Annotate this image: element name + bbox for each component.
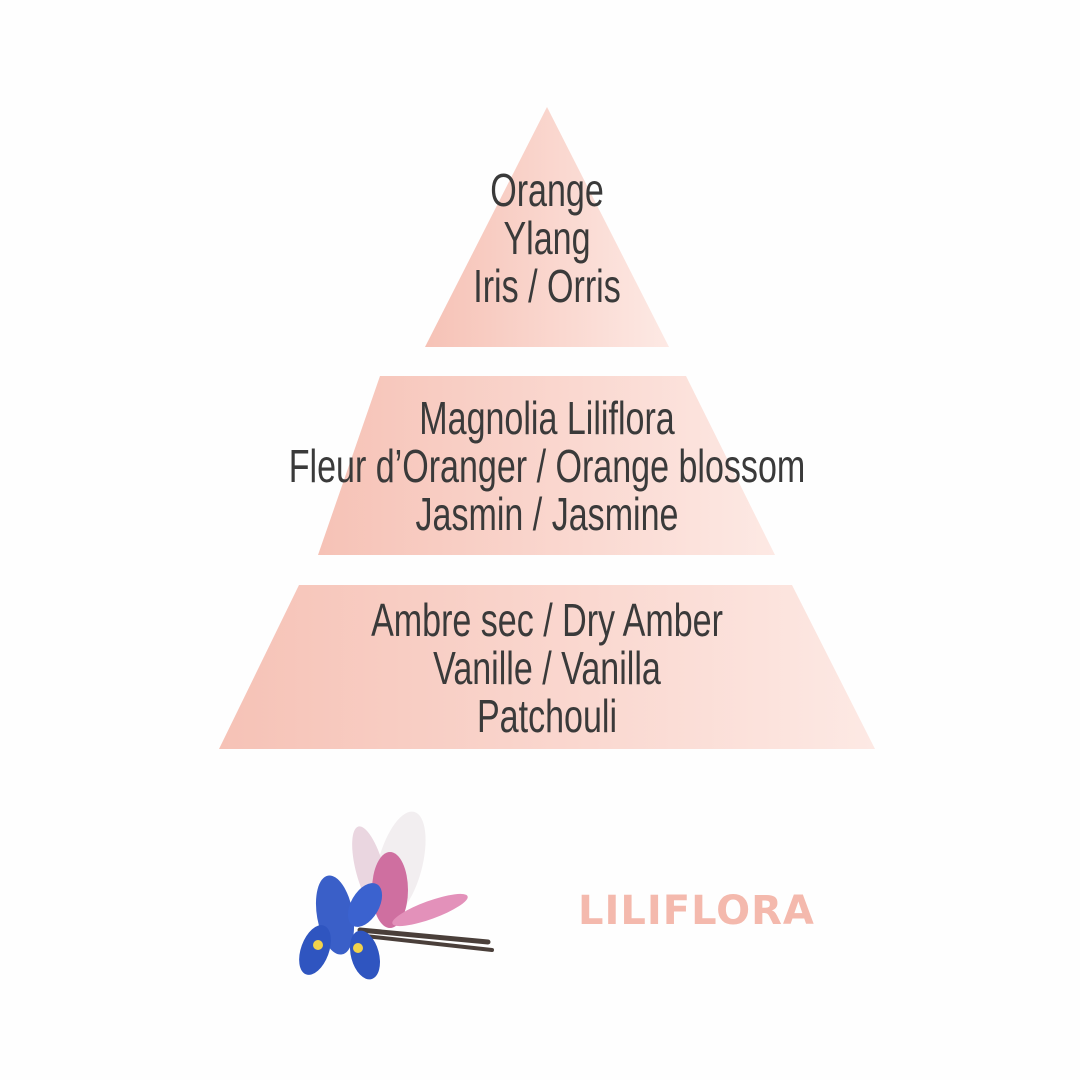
heart-notes-tier <box>318 376 775 555</box>
iris-icon <box>299 875 383 980</box>
top-notes: Orange Ylang Iris / Orris <box>142 166 952 310</box>
flower-illustration <box>299 811 494 980</box>
note-item: Jasmin / Jasmine <box>415 488 679 540</box>
top-notes-tier <box>425 107 669 347</box>
note-item: Patchouli <box>476 690 618 742</box>
note-item: Vanille / Vanilla <box>433 642 661 694</box>
base-notes-tier <box>219 585 875 749</box>
note-item: Iris / Orris <box>473 260 621 312</box>
note-item: Fleur d’Oranger / Orange blossom <box>288 440 806 492</box>
note-item: Magnolia Liliflora <box>419 392 675 444</box>
heart-notes: Magnolia Liliflora Fleur d’Oranger / Ora… <box>142 394 952 538</box>
note-item: Ylang <box>503 212 591 264</box>
note-item: Ambre sec / Dry Amber <box>371 594 723 646</box>
vanilla-pod-icon <box>357 927 494 952</box>
note-item: Orange <box>490 164 604 216</box>
product-name: LILIFLORA <box>578 888 815 934</box>
base-notes: Ambre sec / Dry Amber Vanille / Vanilla … <box>142 596 952 740</box>
